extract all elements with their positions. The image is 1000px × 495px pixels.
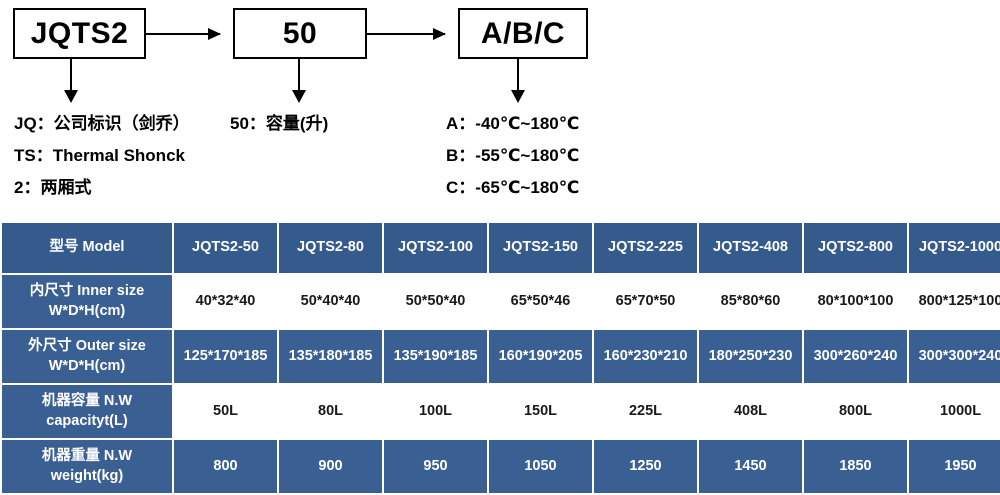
row-label-outer-size: 外尺寸 Outer size W*D*H(cm): [2, 330, 172, 383]
table-cell: 50*50*40: [384, 275, 487, 328]
table-row: 外尺寸 Outer size W*D*H(cm) 125*170*185 135…: [2, 330, 1000, 383]
table-header-model: JQTS2-150: [489, 223, 592, 273]
table-cell: 1250: [594, 440, 697, 493]
row-label-weight: 机器重量 N.W weight(kg): [2, 440, 172, 493]
legend-volume-code: 50：容量(升): [230, 115, 328, 147]
row-label-line2: capacityt(L): [46, 412, 128, 429]
table-cell: 1850: [804, 440, 907, 493]
table-cell: 300*300*240: [909, 330, 1000, 383]
table-header-model: JQTS2-100: [384, 223, 487, 273]
table-cell: 100L: [384, 385, 487, 438]
arrow-right-icon-model-to-volume: [146, 28, 221, 40]
table-cell: 160*230*210: [594, 330, 697, 383]
table-row: 机器容量 N.W capacityt(L) 50L 80L 100L 150L …: [2, 385, 1000, 438]
table-header-model: JQTS2-80: [279, 223, 382, 273]
table-cell: 1950: [909, 440, 1000, 493]
row-label-line2: W*D*H(cm): [48, 357, 126, 374]
table-cell: 80*100*100: [804, 275, 907, 328]
table-cell: 300*260*240: [804, 330, 907, 383]
arrow-down-icon-model: [64, 59, 78, 103]
table-cell: 125*170*185: [174, 330, 277, 383]
legend-item: 2：两厢式: [14, 178, 92, 197]
table-cell: 135*180*185: [279, 330, 382, 383]
legend-item: JQ：公司标识（剑乔）: [14, 114, 190, 133]
table-header-model: JQTS2-800: [804, 223, 907, 273]
table-cell: 800*125*100: [909, 275, 1000, 328]
table-cell: 950: [384, 440, 487, 493]
table-header-model: JQTS2-50: [174, 223, 277, 273]
legend-item: 50：容量(升): [230, 114, 329, 133]
row-label-line1: 机器重量 N.W: [41, 447, 133, 464]
table-cell: 65*70*50: [594, 275, 697, 328]
legend-item: B：-55℃~180℃: [446, 146, 580, 165]
row-label-inner-size: 内尺寸 Inner size W*D*H(cm): [2, 275, 172, 328]
table-cell: 135*190*185: [384, 330, 487, 383]
table-cell: 225L: [594, 385, 697, 438]
table-cell: 50L: [174, 385, 277, 438]
table-cell: 1450: [699, 440, 802, 493]
arrow-right-icon-volume-to-temp: [367, 28, 446, 40]
legend-model-code: JQ：公司标识（剑乔） TS：Thermal Shonck 2：两厢式: [14, 115, 190, 211]
arrow-down-icon-volume: [292, 59, 306, 103]
legend-item: TS：Thermal Shonck: [14, 146, 185, 165]
row-label-line1: 机器容量 N.W: [41, 392, 133, 409]
table-cell: 50*40*40: [279, 275, 382, 328]
specification-table: 型号 Model JQTS2-50 JQTS2-80 JQTS2-100 JQT…: [0, 221, 1000, 495]
table-row: 内尺寸 Inner size W*D*H(cm) 40*32*40 50*40*…: [2, 275, 1000, 328]
table-cell: 408L: [699, 385, 802, 438]
table-cell: 900: [279, 440, 382, 493]
table-header-label: 型号 Model: [2, 223, 172, 273]
row-label-line1: 外尺寸 Outer size: [28, 337, 146, 354]
table-cell: 65*50*46: [489, 275, 592, 328]
arrow-down-icon-temp: [511, 59, 525, 103]
table-cell: 80L: [279, 385, 382, 438]
table-cell: 800L: [804, 385, 907, 438]
row-label-line1: 内尺寸 Inner size: [29, 282, 145, 299]
legend-item: C：-65℃~180℃: [446, 178, 580, 197]
table-cell: 85*80*60: [699, 275, 802, 328]
row-label-line2: weight(kg): [50, 467, 124, 484]
table-cell: 40*32*40: [174, 275, 277, 328]
model-naming-diagram: JQTS2 50 A/B/C JQ：公司标识（剑乔） TS：Thermal Sh…: [0, 0, 1000, 218]
legend-item: A：-40℃~180℃: [446, 114, 580, 133]
diagram-box-temperature-code: A/B/C: [458, 8, 588, 59]
table-header-model: JQTS2-1000: [909, 223, 1000, 273]
table-cell: 180*250*230: [699, 330, 802, 383]
row-label-capacity: 机器容量 N.W capacityt(L): [2, 385, 172, 438]
table-cell: 1000L: [909, 385, 1000, 438]
table-header-model: JQTS2-225: [594, 223, 697, 273]
table-header-model: JQTS2-408: [699, 223, 802, 273]
table-cell: 160*190*205: [489, 330, 592, 383]
legend-temperature-code: A：-40℃~180℃ B：-55℃~180℃ C：-65℃~180℃: [446, 115, 579, 211]
row-label-line2: W*D*H(cm): [48, 302, 126, 319]
diagram-box-volume-code: 50: [233, 8, 367, 59]
table-cell: 800: [174, 440, 277, 493]
table-row: 机器重量 N.W weight(kg) 800 900 950 1050 125…: [2, 440, 1000, 493]
diagram-box-model-code: JQTS2: [13, 8, 146, 59]
table-cell: 1050: [489, 440, 592, 493]
table-cell: 150L: [489, 385, 592, 438]
table-header-row: 型号 Model JQTS2-50 JQTS2-80 JQTS2-100 JQT…: [2, 223, 1000, 273]
